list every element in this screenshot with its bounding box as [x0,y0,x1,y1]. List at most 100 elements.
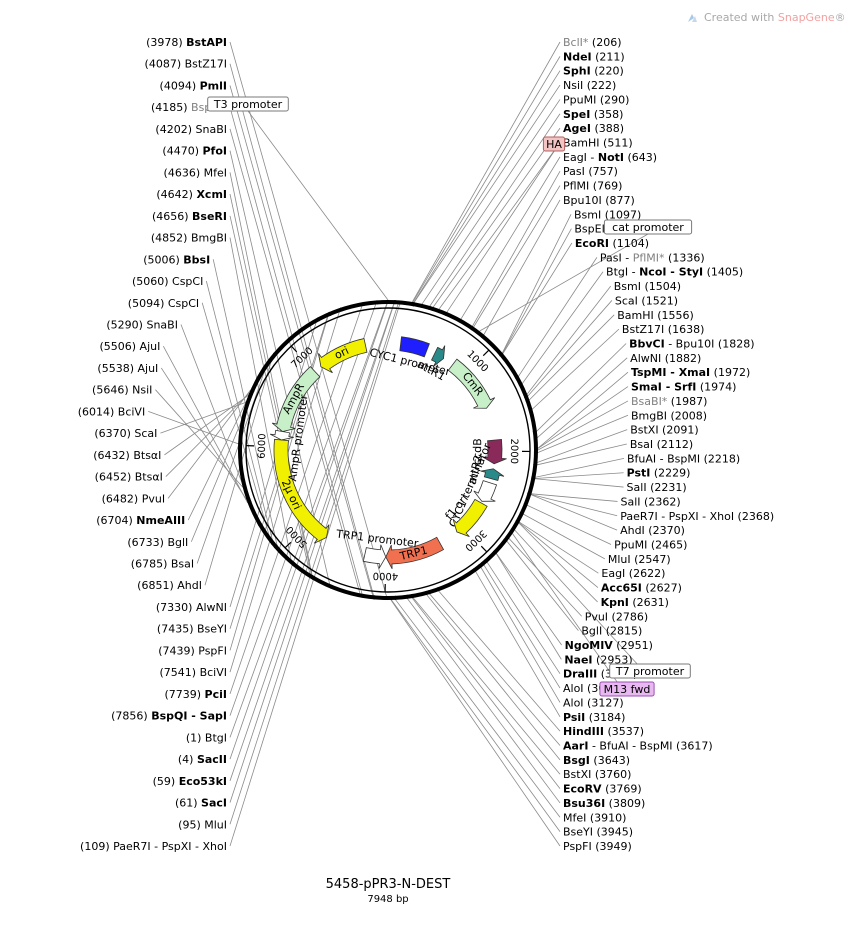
leader-line [518,257,598,377]
cut-tick [262,366,267,370]
cut-tick [470,326,475,331]
leader-line [229,41,388,601]
site-label: (59) Eco53kI [153,775,227,788]
leader-line [460,156,561,320]
leader-line [531,494,618,517]
site-label: (6482) PvuI [102,492,165,505]
tick-mark [290,345,298,353]
leader-line [518,522,598,603]
site-label: BsgI (3643) [563,754,630,767]
site-label: (7541) BciVI [160,666,228,679]
cut-tick [458,318,462,323]
leader-line [163,346,248,503]
cut-tick [258,523,263,527]
leader-line [205,280,275,549]
site-label: SpeI (358) [563,108,623,121]
site-leader-lines [148,41,651,847]
site-label: (5290) SnaBI [106,318,178,331]
leader-line [472,171,561,327]
cut-tick [245,401,250,405]
feature-trp1-promoter [362,544,387,569]
cut-tick [436,587,440,592]
leader-line [391,599,561,832]
cut-tick [431,306,434,311]
leader-line [411,597,561,789]
tick-label: 2000 [508,439,519,465]
boxed-label: T3 promoter [213,98,283,111]
leader-line [421,99,561,305]
site-label: EagI - NotI (643) [563,151,657,164]
cut-tick [274,545,278,549]
cut-tick [499,353,504,357]
site-label: BtgI - NcoI - StyI (1405) [606,266,743,279]
cut-tick [278,549,283,554]
leader-line [229,300,402,847]
feature-cyc1-promoter [399,336,430,358]
site-label: (4094) PmlI [160,79,227,92]
leader-line [201,302,273,546]
site-label: (4087) BstZ17I [145,58,227,71]
feature-2-ori [273,438,330,544]
boxed-label-frame [599,681,655,697]
cut-tick [328,311,331,317]
leader-line [165,392,250,477]
cut-tick [484,559,488,563]
cut-tick [268,358,273,362]
boxed-label: cat promoter [612,221,684,234]
feature-attr2 [480,468,505,482]
site-label: AlwNI (1882) [630,352,701,365]
leader-line [522,271,604,384]
site-label: NsiI (222) [563,79,616,92]
site-label: BsaBI* (1987) [631,395,707,408]
leader-line [167,389,251,499]
site-label: AloI (3127) [563,696,624,709]
site-label: (4) SacII [178,753,227,766]
feature-ccdb [482,439,507,465]
leader-line [526,285,612,395]
site-label: (95) MluI [178,818,227,831]
site-label: SphI (220) [563,65,624,78]
boxed-label: T7 promoter [615,665,685,678]
feature-ampr [271,365,321,433]
feature-cyc1-terminator [473,480,498,502]
site-label: (7330) AlwNI [156,601,227,614]
site-cut-marks [238,299,538,601]
cut-tick [411,301,413,307]
cut-tick [412,593,414,598]
cut-tick [411,594,413,599]
site-label: (6704) NmeAIII [96,514,185,527]
site-label: PflMI (769) [563,180,622,193]
feature-label: ori [332,344,351,362]
leader-line [390,599,561,847]
site-label: PspFI (3949) [563,840,632,853]
leader-line [164,395,249,456]
site-label: Bsu36I (3809) [563,797,645,810]
leader-line [155,389,243,488]
site-label: EcoRV (3769) [563,783,642,796]
site-labels: BclI* (206)NdeI (211)SphI (220)NsiI (222… [78,36,774,853]
leader-line [247,110,389,301]
boxed-label-frame [603,219,693,235]
feature-attr1 [431,345,446,367]
site-label: BclI* (206) [563,36,621,49]
leader-line [537,371,629,449]
site-label: KpnI (2631) [601,596,669,609]
site-label: (7739) PciI [164,688,227,701]
leader-line [483,565,561,689]
site-label: PsiI (3184) [563,711,625,724]
site-label: (6452) BtsαI [95,471,163,484]
leader-line [508,538,582,617]
cut-tick [514,375,519,379]
site-label: SalI (2362) [621,495,681,508]
site-label: (6432) BtsαI [93,449,161,462]
leader-line [429,593,561,746]
brand-suffix: ® [835,11,846,24]
leader-line [148,411,239,445]
site-label: AarI - BfuAI - BspMI (3617) [563,740,713,753]
tick-label: 4000 [373,570,399,582]
leader-line [537,400,629,451]
site-label: BbvCI - Bpu10I (1828) [629,338,754,351]
site-label: NgoMIV (2951) [565,639,653,652]
leader-line [413,70,561,303]
